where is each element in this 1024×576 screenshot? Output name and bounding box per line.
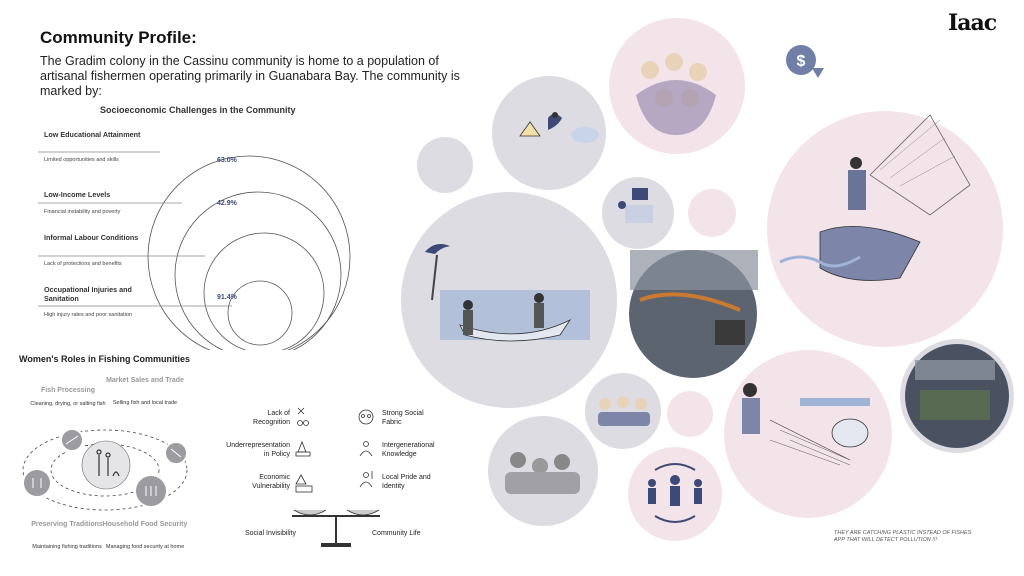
circle-low-education — [147, 155, 351, 350]
small-grey-circle — [417, 137, 473, 193]
fishing-plastic-circle — [724, 350, 892, 518]
challenges-title: Socioeconomic Challenges in the Communit… — [100, 105, 296, 115]
favela-photo — [915, 360, 995, 420]
challenge-pct-4: 91.4% — [217, 294, 237, 301]
challenge-pct-2: 42.9% — [217, 200, 237, 207]
challenge-label-2: Low-Income Levels — [44, 190, 111, 199]
caption-line-2: APP THAT WILL DETECT POLLUTION !!! — [834, 537, 937, 543]
challenge-desc-4: High injury rates and poor sanitation — [44, 312, 133, 318]
svg-text:$: $ — [797, 53, 806, 70]
circle-informal-labour — [203, 232, 325, 350]
intro-paragraph: The Gradim colony in the Cassinu communi… — [40, 54, 460, 98]
fisherman-net-circle — [767, 111, 1003, 347]
balance-right-2: Intergenerational Knowledge — [382, 442, 435, 458]
challenge-desc-2: Financial instability and poverty — [44, 209, 121, 215]
left-pan — [293, 509, 327, 516]
challenge-label-3: Informal Labour Conditions — [44, 233, 139, 242]
fisherman-net-illustration — [779, 114, 971, 281]
economic-icon — [295, 474, 313, 493]
role-desc-1: Cleaning, drying, or salting fish — [30, 401, 106, 407]
right-pan — [346, 509, 380, 516]
scale-base — [321, 543, 351, 547]
challenge-pct-1: 63.0% — [217, 157, 237, 164]
challenge-desc-1: Limited opportunities and skills — [44, 157, 119, 163]
balance-left-3: Economic Vulnerability — [252, 474, 290, 490]
role-title-2: Market Sales and Trade — [106, 377, 184, 384]
social-fabric-icon — [358, 409, 374, 425]
challenge-label-1: Low Educational Attainment — [44, 130, 141, 139]
bottom-caption: THEY ARE CATCHING PLASTIC INSTEAD OF FIS… — [834, 530, 971, 544]
role-title-1: Fish Processing — [40, 387, 96, 394]
group-hug-illustration — [636, 53, 716, 135]
balance-right-3: Local Pride and Identity — [382, 474, 431, 490]
caption-line-1: THEY ARE CATCHING PLASTIC INSTEAD OF FIS… — [834, 530, 972, 536]
women-roles-diagram — [22, 428, 188, 511]
small-pink-circle — [688, 189, 736, 237]
people-cycle-icon — [648, 463, 702, 523]
role-desc-4: Managing food security at home — [105, 544, 185, 550]
nested-circles-chart — [38, 151, 351, 350]
role-title-4: Household Food Security — [102, 521, 188, 528]
iaac-logo: Iaac — [948, 10, 997, 36]
worker-fall-circle — [492, 76, 606, 190]
fishermen-boat-illustration — [425, 244, 590, 342]
center-circle — [81, 440, 131, 490]
dollar-decline-icon: $ — [786, 45, 824, 78]
challenge-label-4: Occupational Injuries and Sanitation — [44, 285, 132, 303]
balance-left-1: Lack of Recognition — [253, 410, 290, 426]
recognition-icon — [297, 407, 309, 426]
page-title: Community Profile: — [40, 28, 197, 47]
circle-low-income — [174, 191, 342, 350]
elderly-group-illustration — [598, 396, 650, 426]
role-desc-3: Maintaining fishing traditions — [32, 544, 102, 550]
role-desc-2: Selling fish and local trade — [112, 400, 178, 406]
elderly-group-circle — [585, 373, 661, 449]
circle-injuries — [227, 280, 293, 346]
center-family-icon — [96, 449, 120, 477]
crowd-illustration — [505, 452, 580, 494]
knowledge-icon — [359, 441, 373, 457]
women-roles-title: Women's Roles in Fishing Communities — [19, 354, 190, 364]
policy-icon — [295, 440, 311, 457]
fishing-plastic-illustration — [742, 383, 870, 466]
balance-right-1: Strong Social Fabric — [382, 410, 424, 426]
outer-orbit — [22, 429, 188, 511]
challenge-desc-3: Lack of protections and benefits — [44, 261, 122, 267]
pride-icon — [359, 471, 373, 488]
small-pink-circle-2 — [667, 391, 713, 437]
office-illustration — [618, 188, 653, 223]
balance-scale — [292, 407, 380, 547]
balance-right-base: Community Life — [372, 530, 421, 537]
worker-fall-illustration — [519, 112, 599, 143]
balance-left-2: Underrepresentation in Policy — [226, 442, 290, 458]
role-title-3: Preserving Traditions — [31, 521, 103, 528]
preserving-traditions-icon — [22, 468, 52, 498]
balance-left-base: Social Invisibility — [245, 530, 296, 537]
polluted-water-photo — [630, 250, 758, 345]
